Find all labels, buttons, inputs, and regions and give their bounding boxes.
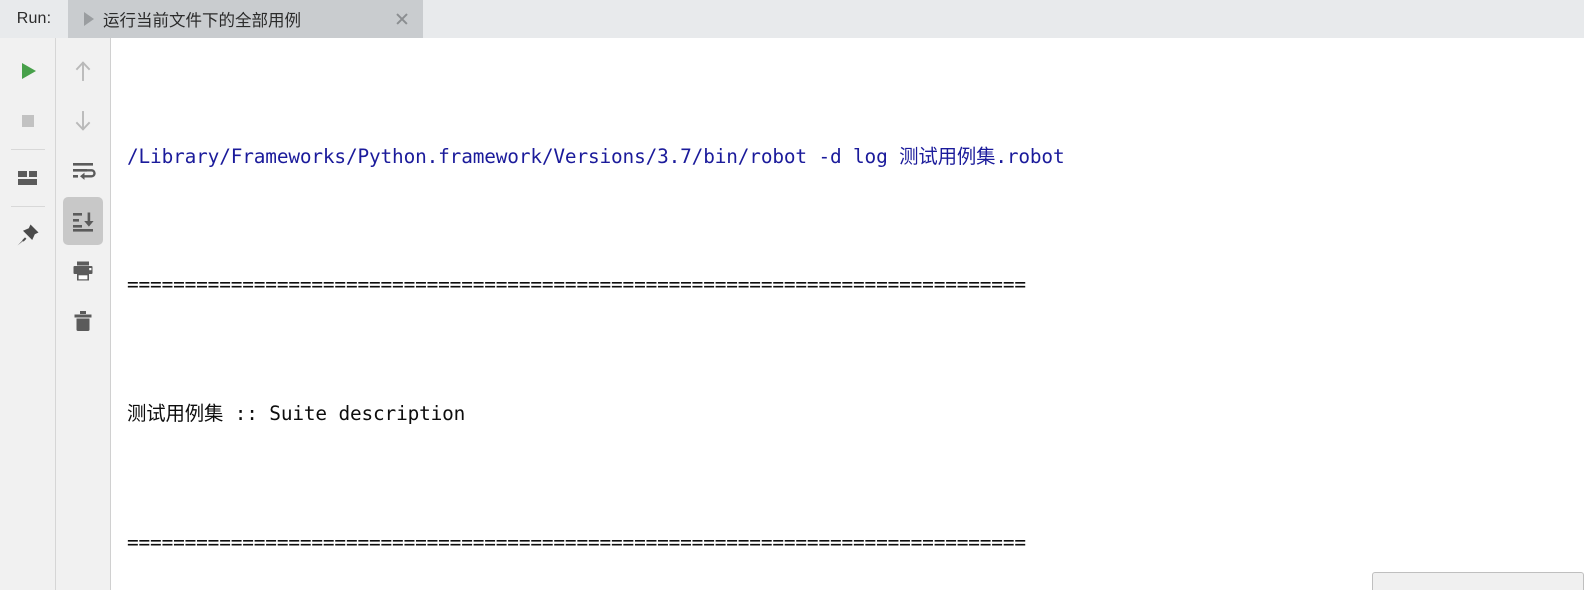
clear-all-button[interactable] — [63, 297, 103, 345]
toolbar-divider — [10, 149, 45, 150]
print-button[interactable] — [63, 247, 103, 295]
scroll-to-end-button[interactable] — [63, 197, 103, 245]
console-text: /Library/Frameworks/Python.framework/Ver… — [111, 38, 1584, 590]
play-icon — [84, 12, 94, 26]
console-line-separator-equals: ========================================… — [127, 531, 1026, 555]
console-output-panel[interactable]: /Library/Frameworks/Python.framework/Ver… — [110, 38, 1584, 590]
console-actions-toolbar — [55, 38, 110, 590]
run-window-label: Run: — [0, 0, 68, 38]
run-configuration-tab[interactable]: 运行当前文件下的全部用例 — [68, 0, 423, 38]
run-actions-toolbar — [0, 38, 55, 590]
run-toolbar-gutter — [0, 38, 110, 590]
run-configuration-tab-label: 运行当前文件下的全部用例 — [103, 12, 301, 30]
toolbar-divider — [10, 206, 45, 207]
pin-button[interactable] — [8, 211, 48, 259]
soft-wrap-button[interactable] — [63, 147, 103, 195]
close-icon[interactable] — [394, 11, 410, 27]
console-line-suite-header: 测试用例集 :: Suite description — [127, 402, 466, 426]
next-occurrence-button[interactable] — [63, 97, 103, 145]
console-line-command: /Library/Frameworks/Python.framework/Ver… — [127, 144, 1065, 168]
run-tab-strip: 运行当前文件下的全部用例 — [68, 0, 423, 38]
run-toolwindow-header: Run: 运行当前文件下的全部用例 — [0, 0, 1584, 38]
console-line-separator-equals: ========================================… — [127, 273, 1026, 297]
status-popup-fragment[interactable] — [1372, 572, 1584, 590]
prev-occurrence-button[interactable] — [63, 47, 103, 95]
layout-button[interactable] — [8, 154, 48, 202]
stop-button[interactable] — [8, 97, 48, 145]
tab-strip-filler — [423, 0, 1584, 38]
rerun-button[interactable] — [8, 47, 48, 95]
